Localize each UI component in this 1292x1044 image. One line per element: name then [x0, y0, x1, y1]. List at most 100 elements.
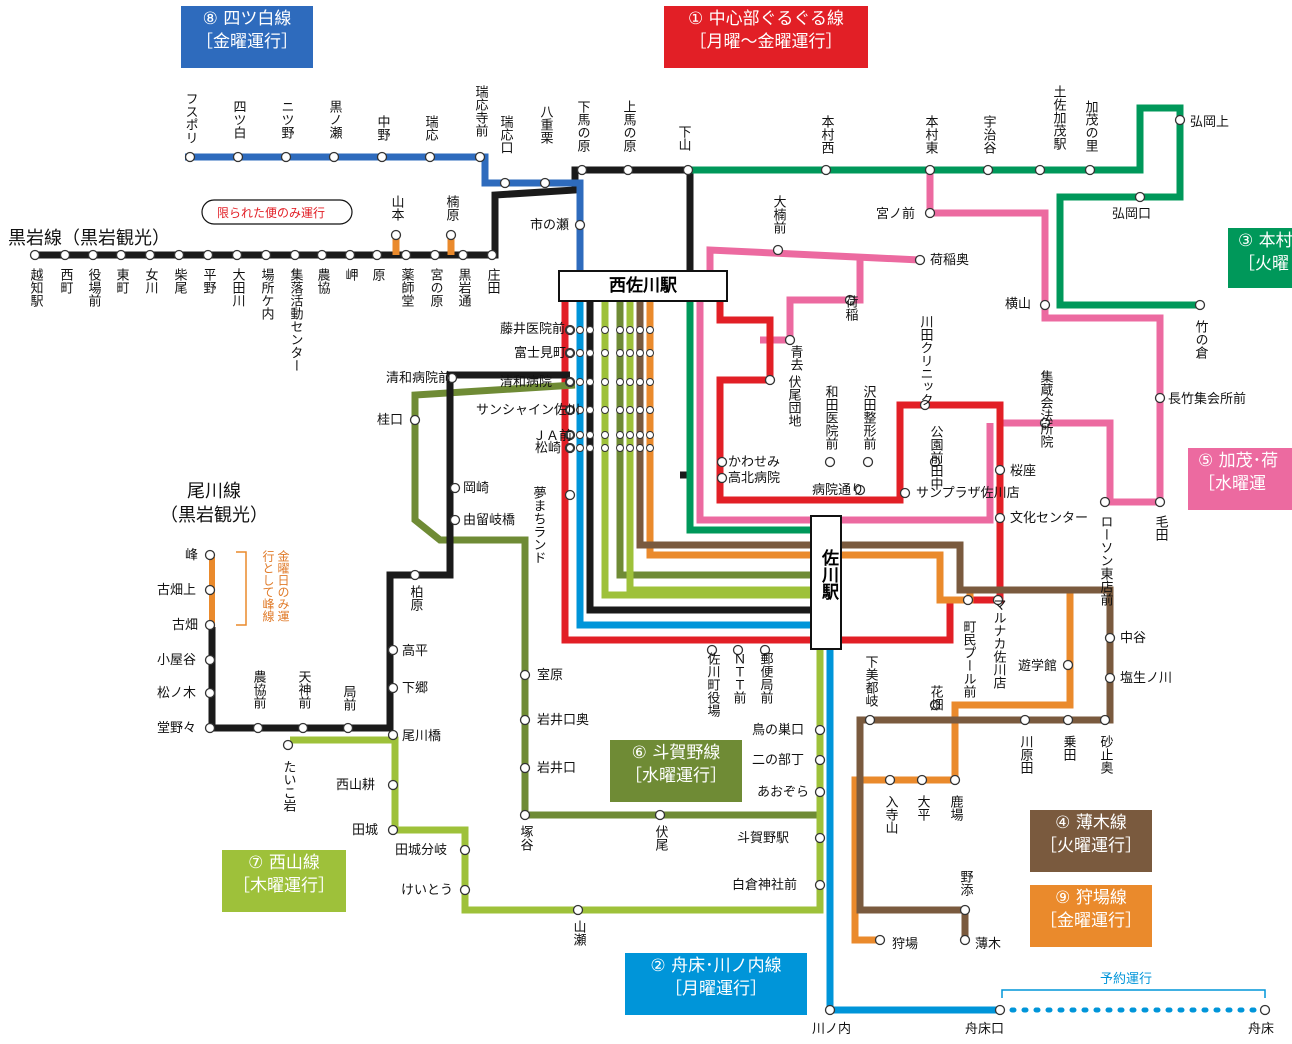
stop-hirano[interactable] [202, 249, 214, 261]
stop-mizuo[interactable] [424, 151, 436, 163]
stop-ichinose[interactable] [574, 219, 586, 231]
stop-takahira[interactable] [387, 644, 399, 656]
stop-nozoe[interactable] [959, 904, 971, 916]
stop-hirookakami[interactable] [1174, 114, 1186, 126]
stop-yokoyama[interactable] [1039, 299, 1051, 311]
stop-miyanohara[interactable] [429, 249, 441, 261]
stop-yakushido[interactable] [400, 249, 412, 261]
stop-nagatake[interactable] [1154, 392, 1166, 404]
legend-r2[interactable]: ② 舟床･川ノ内線 ［月曜運行］ [625, 953, 807, 1015]
stop-shirakura[interactable] [814, 879, 826, 891]
stop-kuronose[interactable] [328, 151, 340, 163]
stop-choumin[interactable] [962, 594, 974, 606]
stop-hanabata[interactable] [929, 699, 941, 711]
stop-shimomitsugi[interactable] [864, 714, 876, 726]
stop-okazaki[interactable] [449, 482, 461, 494]
stop-shibao[interactable] [173, 249, 185, 261]
stop-matsunoki[interactable] [204, 687, 216, 699]
stop-higashimachi[interactable] [115, 249, 127, 261]
stop-kenda[interactable] [1154, 496, 1166, 508]
stop-keiguchi[interactable] [409, 414, 421, 426]
stop-sunplaza[interactable] [899, 487, 911, 499]
stop-koboku[interactable] [716, 472, 728, 484]
stop-sakuraza[interactable] [994, 464, 1006, 476]
legend-r4[interactable]: ④ 薄木線 ［火曜運行］ [1030, 810, 1152, 872]
stop-odagawa[interactable] [231, 249, 243, 261]
stop-yakubamae[interactable] [87, 249, 99, 261]
stop-iriteyama[interactable] [884, 774, 896, 786]
nishisakawa-station[interactable]: 西佐川駅 [558, 270, 728, 302]
stop-futatsuno[interactable] [280, 151, 292, 163]
stop-fusupori[interactable] [184, 151, 196, 163]
stop-honmurahigashi[interactable] [924, 164, 936, 176]
stop-tashiro[interactable] [387, 824, 399, 836]
stop-murohara[interactable] [519, 669, 531, 681]
stop-kusuhara[interactable] [445, 229, 457, 241]
stop-nokyo[interactable] [316, 249, 328, 261]
stop-koyaya[interactable] [204, 654, 216, 666]
stop-shoda[interactable] [486, 249, 498, 261]
stop-kuroiwadori[interactable] [457, 249, 469, 261]
stop-shuraku[interactable] [289, 249, 301, 261]
stop-joden[interactable] [1062, 714, 1074, 726]
stop-iwaiguchi[interactable] [519, 762, 531, 774]
stop-yugakukan[interactable] [1062, 659, 1074, 671]
legend-r5[interactable]: ⑤ 加茂･荷 ［水曜運 [1188, 448, 1292, 510]
stop-tenjinmae[interactable] [297, 722, 309, 734]
stop-nakatani[interactable] [1104, 632, 1116, 644]
stop-ogawabashi[interactable] [387, 729, 399, 741]
stop-takenokura[interactable] [1194, 299, 1206, 311]
stop-misaki[interactable] [344, 249, 356, 261]
stop-bashogauchi[interactable] [260, 249, 272, 261]
stop-mizuoguchi[interactable] [499, 177, 511, 189]
stop-marunaka[interactable] [992, 594, 1004, 606]
stop-yamamoto[interactable] [390, 229, 402, 241]
legend-r1[interactable]: ① 中心部ぐるぐる線 ［月曜～金曜運行］ [664, 6, 868, 68]
stop-keito[interactable] [459, 884, 471, 896]
stop-donono[interactable] [204, 722, 216, 734]
stop-aozora[interactable] [814, 786, 826, 798]
stop-furuhatakami[interactable] [204, 584, 216, 596]
stop-yotsushiro[interactable] [232, 151, 244, 163]
stop-kyokumae[interactable] [342, 722, 354, 734]
stop-kajima[interactable] [949, 774, 961, 786]
stop-lawson[interactable] [1099, 496, 1111, 508]
stop-ochi[interactable] [29, 249, 41, 261]
stop-ntt[interactable] [732, 644, 744, 656]
stop-tsukaya[interactable] [519, 809, 531, 821]
stop-kamonosato[interactable] [1084, 164, 1096, 176]
stop-haniu[interactable] [1104, 672, 1116, 684]
stop-kashiwabara[interactable] [409, 569, 421, 581]
legend-r9[interactable]: ⑨ 狩場線 ［金曜運行］ [1030, 885, 1152, 947]
stop-shimoyama[interactable] [682, 164, 694, 176]
stop-okusu[interactable] [772, 244, 784, 256]
stop-nokyomae[interactable] [252, 722, 264, 734]
stop-fushio2[interactable] [654, 809, 666, 821]
stop-mizuojimae[interactable] [474, 151, 486, 163]
stop-yakuba[interactable] [706, 644, 718, 656]
stop-byoindori[interactable] [854, 484, 866, 496]
stop-hirookaguchi[interactable] [1134, 191, 1146, 203]
stop-miyanomae[interactable] [924, 207, 936, 219]
stop-tosakamo[interactable] [1034, 164, 1046, 176]
stop-wadaiin[interactable] [824, 456, 836, 468]
stop-yamase[interactable] [572, 904, 584, 916]
stop-yuragi[interactable] [449, 514, 461, 526]
stop-aosa[interactable] [784, 334, 796, 346]
stop-togano[interactable] [814, 832, 826, 844]
stop-kamimanohara[interactable] [622, 164, 634, 176]
stop-bunka[interactable] [994, 512, 1006, 524]
stop-taikoiwa[interactable] [282, 739, 294, 751]
stop-shimogo[interactable] [387, 682, 399, 694]
stop-hara[interactable] [371, 249, 383, 261]
stop-seiwamae[interactable] [446, 372, 458, 384]
stop-nishiyamako[interactable] [387, 779, 399, 791]
stop-kariba[interactable] [874, 934, 886, 946]
stop-kawasemi[interactable] [716, 456, 728, 468]
stop-kawanouchi[interactable] [824, 1004, 836, 1016]
stop-koenchu[interactable] [929, 456, 941, 468]
stop-mine[interactable] [204, 549, 216, 561]
stop-nine[interactable] [844, 294, 856, 306]
stop-yumemachi[interactable] [564, 489, 576, 501]
stop-iwaiguchioku[interactable] [519, 714, 531, 726]
